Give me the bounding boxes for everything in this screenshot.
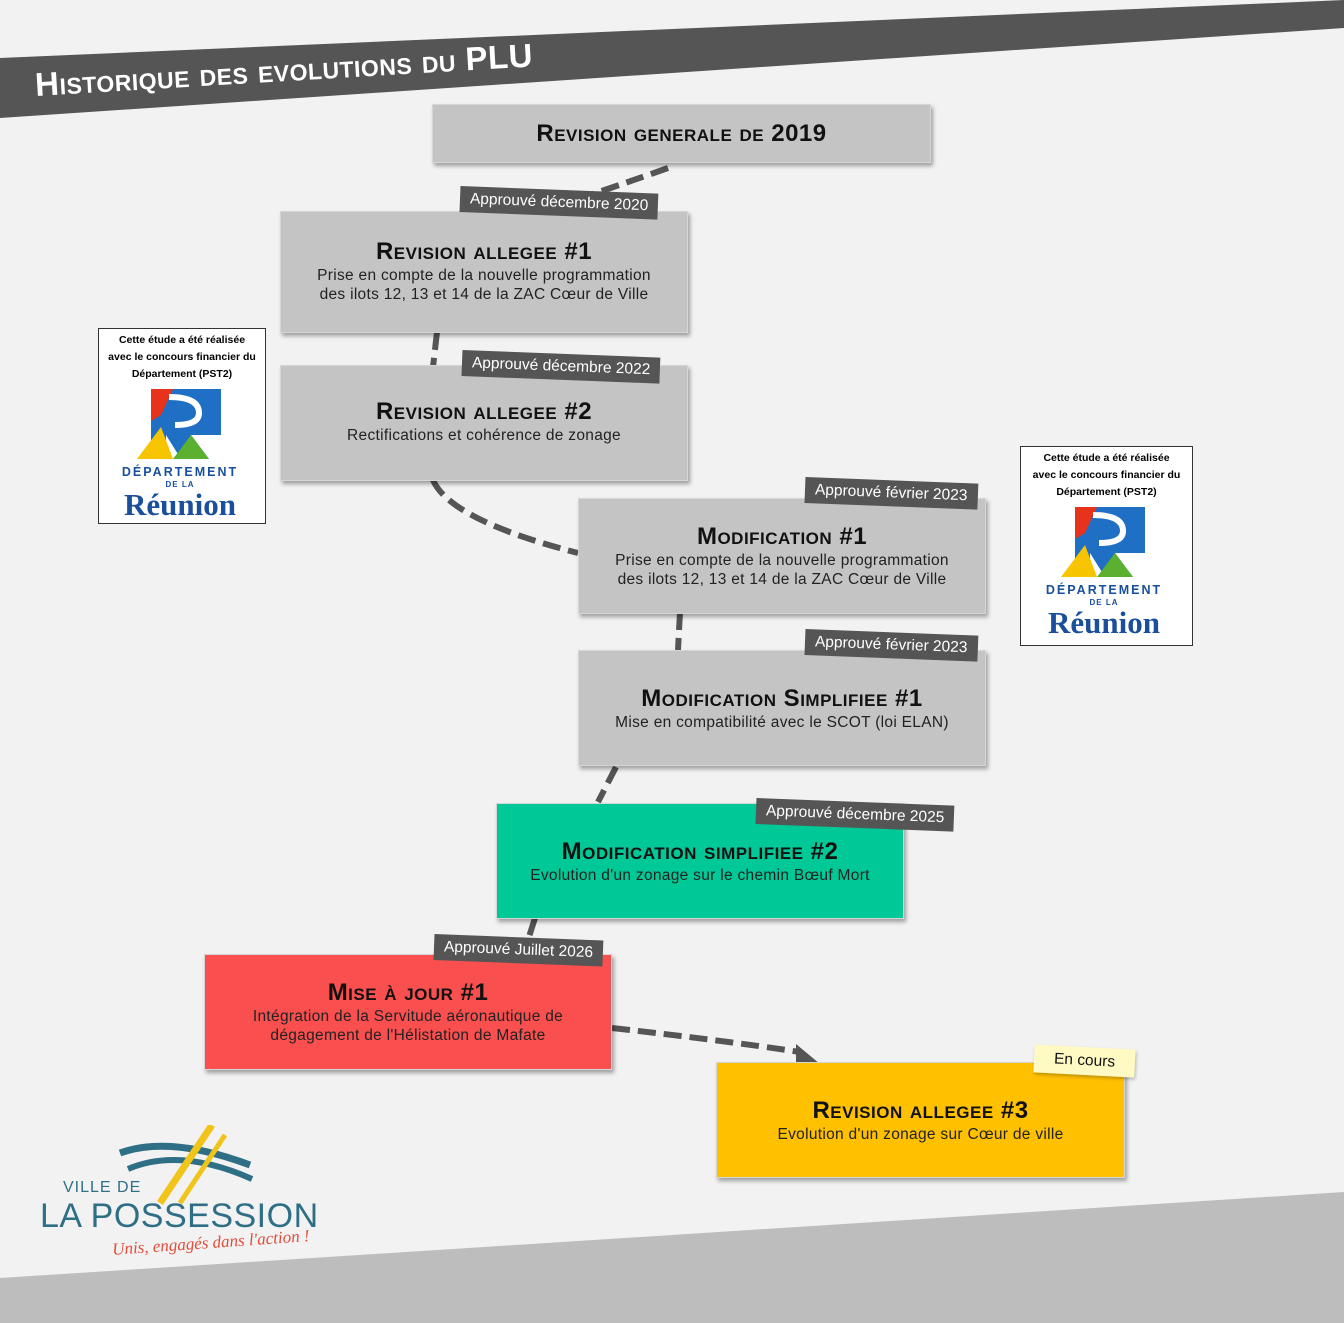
funding-notice-right: Cette étude a été réalisée avec le conco…	[1020, 446, 1193, 646]
node-revision-allegee-1: Revision allegee #1 Prise en compte de l…	[280, 211, 688, 333]
city-logo-mark	[118, 1125, 254, 1205]
connector-2	[430, 331, 440, 368]
node-description: Mise en compatibilité avec le SCOT (loi …	[615, 714, 949, 731]
arrowhead	[796, 1044, 820, 1064]
funding-notice-left: Cette étude a été réalisée avec le conco…	[98, 328, 266, 524]
connector-3	[430, 478, 579, 556]
status-tag-in-progress: En cours	[1033, 1044, 1136, 1078]
node-description: Rectifications et cohérence de zonage	[347, 427, 621, 444]
node-modification-simplifiee-1: Modification Simplifiee #1 Mise en compa…	[578, 650, 986, 766]
node-revision-allegee-2: Revision allegee #2 Rectifications et co…	[280, 365, 688, 481]
node-title: Mise à jour #1	[327, 979, 489, 1006]
connector-7	[611, 1025, 801, 1055]
connector-5	[595, 765, 619, 804]
funding-text: Cette étude a été réalisée avec le conco…	[108, 334, 256, 380]
node-description: dégagement de l'Hélistation de Mafate	[270, 1027, 546, 1044]
node-title: Revision allegee #2	[375, 398, 593, 425]
node-revision-generale-2019: Revision generale de 2019	[432, 104, 931, 163]
city-logo-line2: LA POSSESSION	[40, 1197, 319, 1235]
node-mise-a-jour-1: Mise à jour #1 Intégration de la Servitu…	[204, 954, 612, 1070]
node-title: Revision allegee #1	[375, 238, 593, 265]
node-description: Prise en compte de la nouvelle programma…	[317, 267, 651, 284]
connector-6	[525, 917, 538, 941]
node-revision-allegee-3: Revision allegee #3 Evolution d'un zonag…	[716, 1062, 1125, 1178]
departement-reunion-logo: DÉPARTEMENT DE LA Réunion	[111, 385, 249, 522]
city-logo: VILLE DE LA POSSESSION Unis, engagés dan…	[40, 1125, 320, 1275]
funding-text: Cette étude a été réalisée avec le conco…	[1032, 452, 1181, 498]
node-title: Modification simplifiee #2	[561, 838, 839, 865]
node-description: Evolution d'un zonage sur le chemin Bœuf…	[530, 867, 870, 884]
node-description: Intégration de la Servitude aéronautique…	[252, 1008, 564, 1025]
departement-reunion-logo: DÉPARTEMENT DE LA Réunion	[1035, 503, 1173, 640]
city-logo-line1: VILLE DE	[63, 1179, 142, 1196]
node-title: Modification #1	[696, 523, 868, 550]
node-description: Prise en compte de la nouvelle programma…	[615, 552, 949, 569]
node-description: des ilots 12, 13 et 14 de la ZAC Cœur de…	[319, 286, 649, 303]
node-title: Modification Simplifiee #1	[641, 685, 923, 712]
connector-4	[675, 611, 683, 651]
node-description: Evolution d'un zonage sur Cœur de ville	[777, 1126, 1064, 1143]
header-band	[0, 0, 1344, 118]
node-title: Revision generale de 2019	[536, 120, 827, 147]
node-title: Revision allegee #3	[812, 1097, 1029, 1124]
node-description: des ilots 12, 13 et 14 de la ZAC Cœur de…	[617, 571, 947, 588]
node-modification-simplifiee-2: Modification simplifiee #2 Evolution d'u…	[496, 803, 904, 919]
node-modification-1: Modification #1 Prise en compte de la no…	[578, 498, 986, 614]
footer-band	[0, 1192, 1344, 1323]
